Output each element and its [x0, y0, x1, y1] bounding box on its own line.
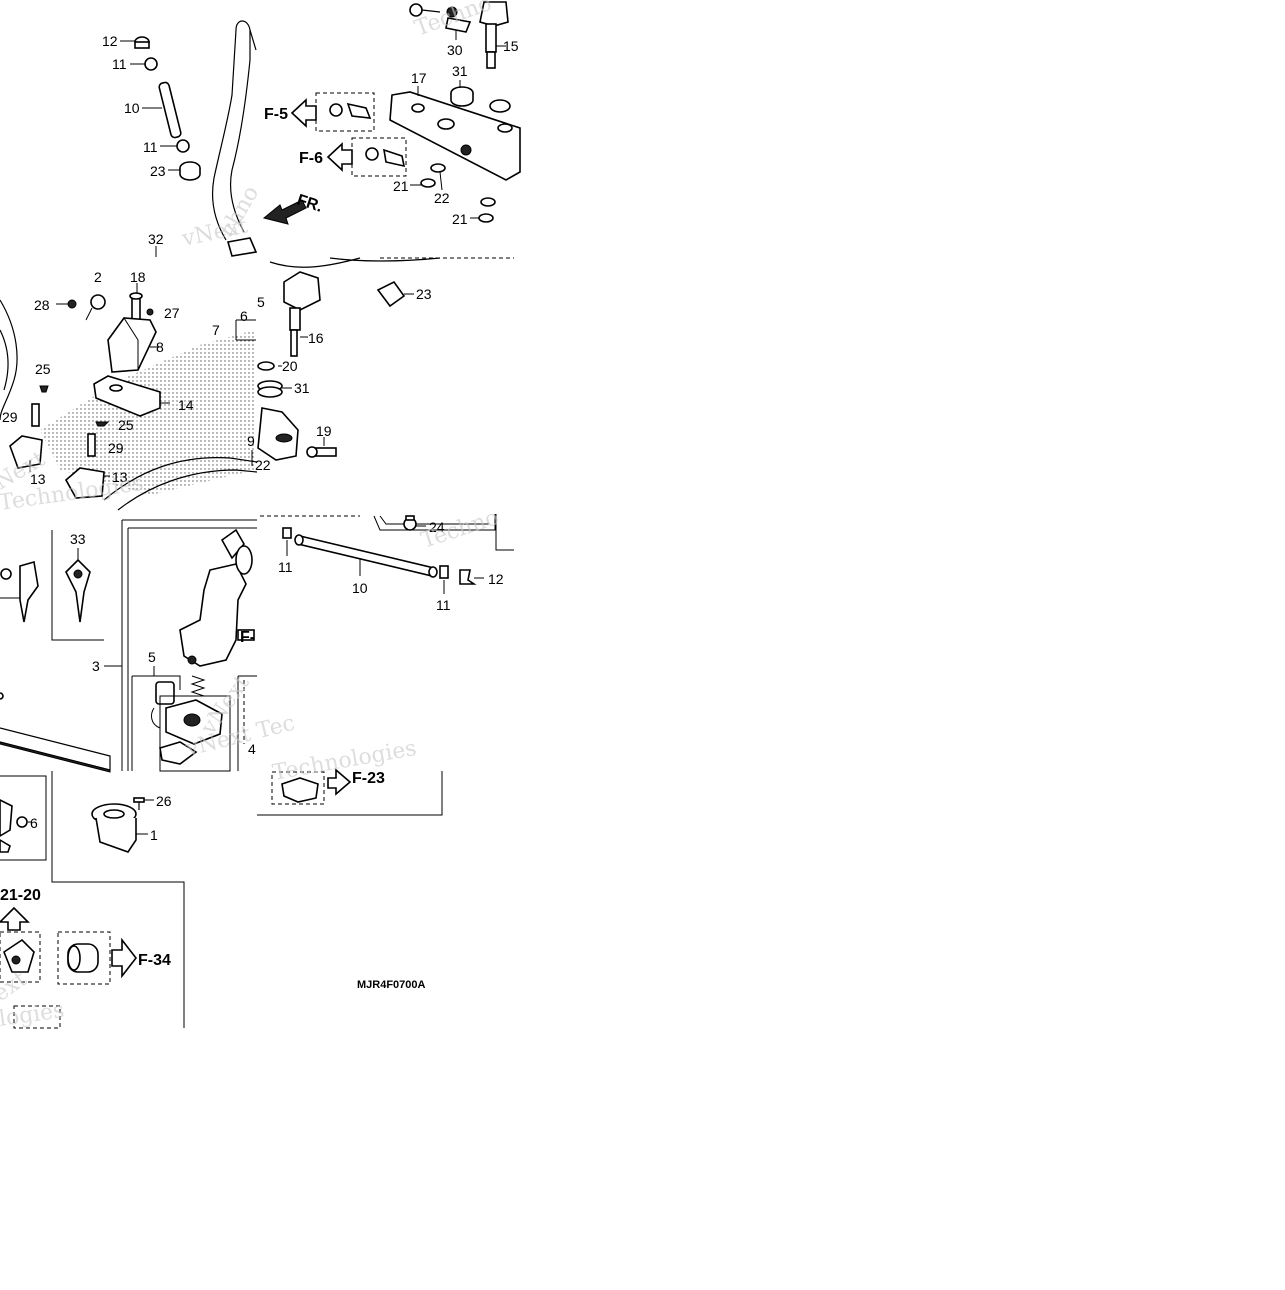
callout-label: 27 [164, 305, 180, 321]
nut-part [176, 139, 190, 153]
ignition-switch-part [179, 528, 255, 667]
callout-label: 4 [248, 741, 256, 757]
stem-part [283, 271, 321, 357]
callout-label: 33 [70, 531, 86, 547]
callout-label: 22 [255, 457, 271, 473]
callout-label: 7 [212, 322, 220, 338]
watermark-text: Techno [418, 505, 502, 553]
rod-part [294, 534, 438, 578]
callout-label: 12 [102, 33, 118, 49]
callout-label: 5 [148, 649, 156, 665]
callout-label: 14 [178, 397, 194, 413]
callout-label: 29 [108, 440, 124, 456]
callout-label: 20 [282, 358, 298, 374]
cap-part [134, 36, 150, 49]
callout-label: 13 [30, 471, 46, 487]
callout-label: 23 [150, 163, 166, 179]
callout-label: 6 [30, 815, 38, 831]
callout-label: 25 [118, 417, 134, 433]
callout-label: 21 [393, 178, 409, 194]
reference-21-20: 21-20 [0, 887, 41, 904]
callout-label: 3 [92, 658, 100, 674]
callout-label: 11 [436, 597, 451, 613]
callout-label: 30 [447, 42, 463, 58]
panel-steering-stem: 5 23 16 20 31 19 [257, 257, 514, 461]
panel-top-bridge: 30 15 31 17 21 22 21 F-5 F-6 FR. Techno [262, 0, 521, 227]
reference-partial: F- [240, 629, 255, 646]
reference-f34: F-34 [138, 952, 171, 969]
callout-label: 26 [156, 793, 172, 809]
front-direction-label: FR. [295, 192, 325, 216]
callout-label: 29 [2, 409, 18, 425]
rod-part [158, 81, 182, 139]
panel-handlebar-rod: 24 11 10 11 12 Techno [260, 505, 514, 613]
watermark-text: chno [216, 182, 265, 241]
callout-label: 21 [452, 211, 468, 227]
callout-label: 22 [434, 190, 450, 206]
panel-handlebar-holders: 2 18 28 27 8 7 6 25 29 14 25 29 13 13 9 … [0, 269, 271, 516]
callout-label: 32 [148, 231, 164, 247]
callout-label: 1 [150, 827, 158, 843]
callout-label: 6 [240, 308, 248, 324]
watermark-text: logies [0, 998, 66, 1032]
panel-seat-lock: 6 26 1 21-20 F-34 ext logies [0, 771, 185, 1032]
stem-part [479, 1, 509, 69]
callout-label: 24 [429, 519, 445, 535]
callout-label: 13 [112, 469, 128, 485]
lock-cylinder-part [91, 803, 137, 853]
callout-label: 11 [278, 559, 293, 575]
callout-label: 17 [411, 70, 427, 86]
panel-handlebar-top: 12 11 10 11 23 32 vNext chno [102, 20, 265, 257]
callout-label: 11 [112, 56, 127, 72]
callout-label: 19 [316, 423, 332, 439]
callout-label: 28 [34, 297, 50, 313]
panel-f23-reference: F-23 Technologies [257, 736, 443, 816]
callout-label: 2 [94, 269, 102, 285]
callout-label: 10 [352, 580, 368, 596]
reference-f6: F-6 [299, 150, 323, 167]
callout-label: 31 [294, 380, 310, 396]
callout-label: 11 [143, 139, 158, 155]
callout-label: 12 [488, 571, 504, 587]
bolt-part [409, 3, 472, 33]
callout-label: 9 [247, 433, 255, 449]
top-bridge-part [389, 91, 521, 181]
callout-label: 16 [308, 330, 324, 346]
callout-label: 10 [124, 100, 140, 116]
callout-label: 31 [452, 63, 468, 79]
callout-label: 25 [35, 361, 51, 377]
nut-part [144, 57, 158, 71]
diagram-code: MJR4F0700A [357, 979, 426, 991]
callout-label: 23 [416, 286, 432, 302]
callout-label: 15 [503, 38, 519, 54]
callout-label: 5 [257, 294, 265, 310]
callout-label: 8 [156, 339, 164, 355]
reference-f5: F-5 [264, 106, 288, 123]
callout-label: 18 [130, 269, 146, 285]
panel-ignition-switch: 33 3 5 4 F- vNext Tec vNext [0, 519, 297, 773]
reference-f23: F-23 [352, 770, 385, 787]
